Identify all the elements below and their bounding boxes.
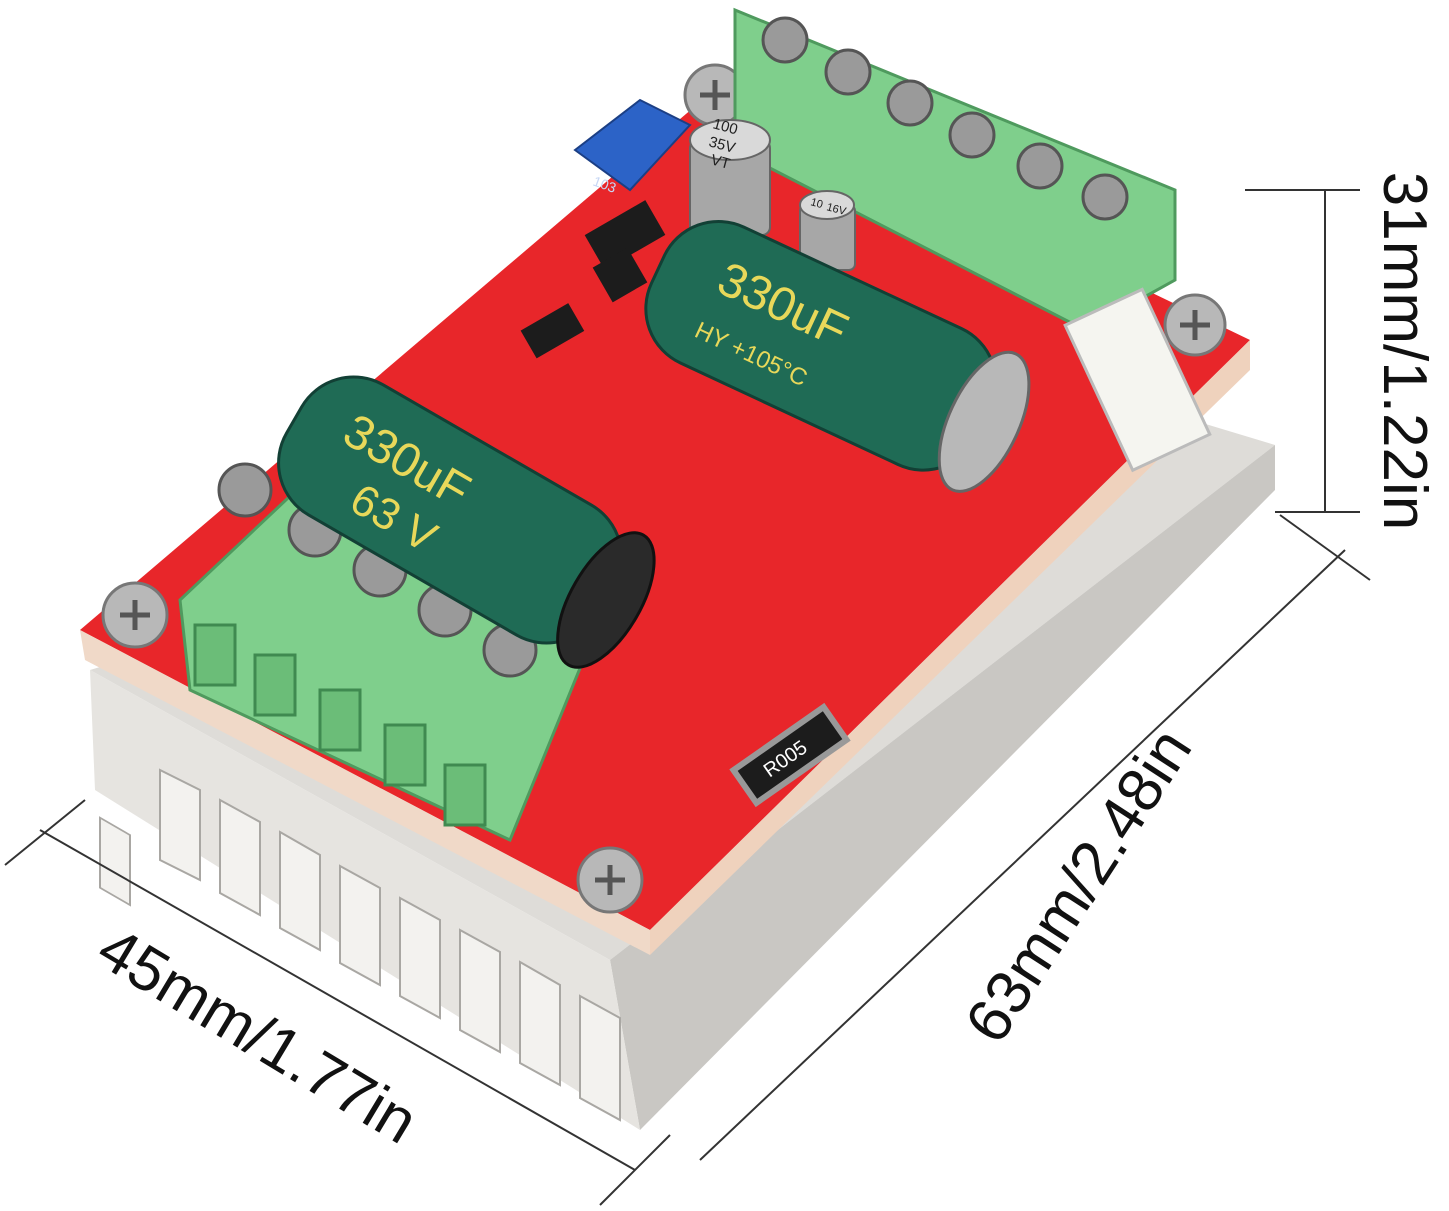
pcb-edge-side — [650, 340, 1250, 955]
ic-chip — [592, 247, 648, 303]
potentiometer: 103 — [573, 98, 692, 196]
cap1-voltage: 35V — [707, 133, 737, 156]
height-dimension-label: 31mm/1.22in — [1370, 171, 1440, 531]
heatsink-side-face — [610, 445, 1275, 1130]
phillips-screw-icon — [101, 581, 169, 649]
pcb-edge — [80, 630, 650, 955]
dimension-lines — [4, 189, 1371, 1206]
ic-chip — [584, 200, 666, 270]
electrolytic-capacitor-rear: 330uF HY +105°C — [644, 219, 1031, 493]
phillips-screw-icon — [1163, 293, 1227, 357]
cap2-value: 10 — [809, 196, 824, 211]
small-capacitor-100uf: 100 35V VT — [689, 115, 771, 236]
heatsink-fins — [99, 768, 621, 1122]
phillips-screw-icon — [576, 846, 644, 914]
potentiometer-code: 103 — [591, 173, 619, 196]
cap2-voltage: 16V — [825, 201, 848, 218]
jst-connector — [1063, 287, 1212, 473]
cap1-series: VT — [709, 151, 732, 172]
rear-terminal-block — [733, 7, 1177, 332]
ic-chip — [520, 303, 585, 359]
cap1-value: 100 — [711, 115, 740, 138]
phillips-screw-icon — [683, 63, 747, 127]
